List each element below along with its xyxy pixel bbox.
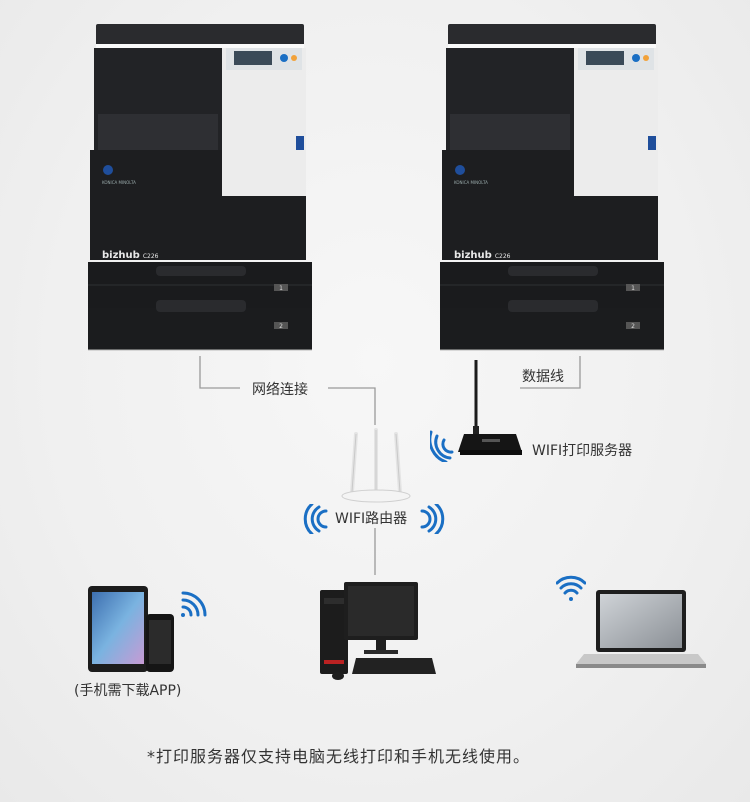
router-body bbox=[341, 489, 411, 503]
laptop bbox=[576, 590, 706, 668]
print-server bbox=[430, 360, 522, 462]
model-label: C226 bbox=[143, 253, 159, 260]
logo-text: KONICA MINOLTA bbox=[454, 180, 488, 185]
data-cable-line bbox=[520, 356, 581, 389]
network-connection-line bbox=[199, 356, 240, 389]
svg-text:KONICA MINOLTA: KONICA MINOLTA bbox=[454, 180, 488, 185]
pc-tower bbox=[320, 590, 348, 674]
tablet-wifi-icon bbox=[181, 591, 207, 617]
network-connection-label: 网络连接 bbox=[252, 382, 308, 398]
brand-logo-icon bbox=[103, 165, 113, 175]
model-label: C226 bbox=[495, 253, 511, 260]
brand-label: bizhub bbox=[102, 250, 140, 261]
tray-1-number: 1 bbox=[631, 285, 635, 292]
wifi-right-icon bbox=[420, 504, 445, 534]
phone-app-label: (手机需下载APP) bbox=[74, 683, 182, 699]
laptop-wifi-icon bbox=[556, 575, 586, 601]
display-screen bbox=[234, 51, 272, 65]
brand-logo-icon bbox=[455, 165, 465, 175]
tray-2-number: 2 bbox=[631, 323, 635, 330]
brand-label: bizhub bbox=[454, 250, 492, 261]
logo-text: KONICA MINOLTA bbox=[102, 180, 136, 185]
display-screen bbox=[586, 51, 624, 65]
wifi-left-icon bbox=[303, 504, 328, 534]
control-panel bbox=[222, 48, 306, 196]
tray-2-number: 2 bbox=[279, 323, 283, 330]
tray-1-number: 1 bbox=[279, 285, 283, 292]
router-label: WIFI路由器 bbox=[335, 511, 408, 527]
data-cable-label: 数据线 bbox=[522, 369, 564, 385]
network-connection-line-2 bbox=[328, 387, 376, 425]
footnote: *打印服务器仅支持电脑无线打印和手机无线使用。 bbox=[147, 747, 531, 766]
keyboard bbox=[352, 658, 436, 674]
svg-text:KONICA MINOLTA: KONICA MINOLTA bbox=[102, 180, 136, 185]
mouse bbox=[332, 672, 344, 680]
desktop-computer bbox=[320, 582, 436, 680]
laptop-base bbox=[576, 654, 706, 664]
control-panel bbox=[574, 48, 658, 196]
print-server-label: WIFI打印服务器 bbox=[532, 443, 633, 459]
wifi-router bbox=[341, 428, 411, 503]
print-server-box bbox=[458, 434, 522, 452]
wifi-icon bbox=[430, 430, 454, 462]
tablet-and-phone bbox=[88, 586, 174, 672]
